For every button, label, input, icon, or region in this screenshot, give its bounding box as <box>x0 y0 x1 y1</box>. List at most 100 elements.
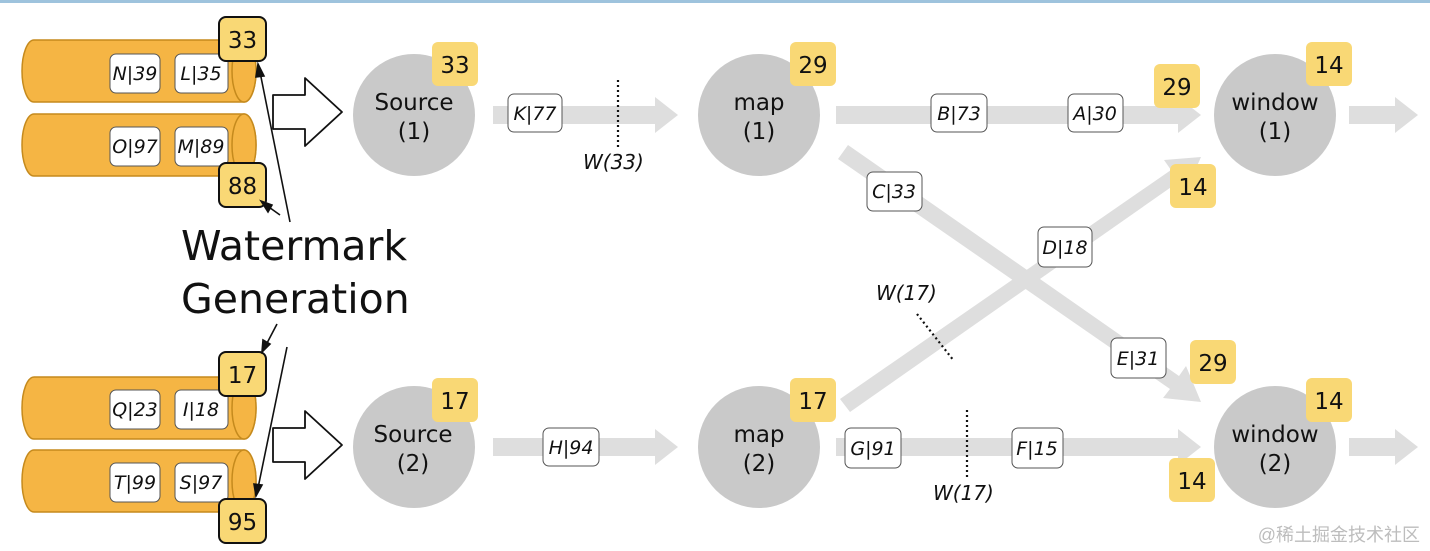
node-name: Source <box>375 90 454 116</box>
event-label: D|18 <box>1042 237 1087 259</box>
watermark-marker: W(33) <box>583 80 644 174</box>
event-label: G|91 <box>850 438 895 460</box>
node-watermark-badge: 33 <box>432 42 478 86</box>
node-watermark-badge: 29 <box>790 42 836 86</box>
partition-watermark-value: 33 <box>228 28 257 54</box>
partition-event: T|99 <box>109 462 161 503</box>
partition-event-label: Q|23 <box>112 399 158 421</box>
event-box: E|31 <box>1110 337 1167 379</box>
event-box: K|77 <box>507 93 563 133</box>
watermark-marker: W(17) <box>933 410 994 505</box>
event-label: C|33 <box>872 181 916 203</box>
watermark-marker: W(17) <box>876 281 955 362</box>
partition-watermark-value: 88 <box>228 174 257 200</box>
node-window-1: window (1) <box>1214 54 1336 176</box>
partition-event: I|18 <box>174 389 229 430</box>
node-watermark-badge: 14 <box>1306 378 1352 422</box>
partition-event-label: L|35 <box>180 63 221 85</box>
partition-watermark-badge: 17 <box>218 351 267 397</box>
event-box: A|30 <box>1067 93 1124 133</box>
partition-event-label: S|97 <box>180 472 223 494</box>
channel-watermarks: 29 14 29 14 <box>1154 64 1236 502</box>
node-map-2: map (2) <box>698 386 820 508</box>
event-box: B|73 <box>930 93 988 133</box>
partition-watermark-badge: 88 <box>218 162 267 208</box>
partition-event: Q|23 <box>109 389 161 430</box>
ingest-arrows <box>272 77 343 480</box>
node-index: (2) <box>1259 451 1292 477</box>
arrow-map1-window2 <box>838 145 1201 402</box>
watermark-marker-label: W(33) <box>583 150 644 174</box>
ingest-arrow-2 <box>272 410 343 480</box>
nodes: Source (1) Source (2) map (1) map (2) wi… <box>353 54 1336 508</box>
node-name: map <box>733 90 784 116</box>
node-name: window <box>1231 90 1318 116</box>
partition-event: L|35 <box>174 53 229 94</box>
partition-watermark-badge: 95 <box>218 498 267 544</box>
node-watermark-value: 14 <box>1314 389 1343 415</box>
node-name: window <box>1231 422 1318 448</box>
channel-watermark-badge: 14 <box>1170 164 1216 208</box>
channel-watermark-value: 14 <box>1177 469 1206 495</box>
caption-pointers <box>253 61 291 499</box>
partition-events: N|39 L|35 O|97 M|89 Q|23 I|18 T|99 S|97 <box>109 53 229 503</box>
node-watermark-value: 29 <box>798 53 827 79</box>
node-index: (2) <box>397 451 430 477</box>
partition-event: O|97 <box>109 126 161 167</box>
node-watermark-badge: 14 <box>1306 42 1352 86</box>
partition-event: N|39 <box>109 53 161 94</box>
partition-event-label: I|18 <box>183 399 219 421</box>
channel-watermark-value: 29 <box>1198 351 1227 377</box>
event-box: H|94 <box>542 427 600 467</box>
arrow-window1-out <box>1349 97 1418 133</box>
watermark-marker-label: W(17) <box>933 481 994 505</box>
channel-watermark-value: 29 <box>1162 75 1191 101</box>
arrow-map2-window1 <box>840 157 1201 412</box>
node-index: (1) <box>1259 119 1292 145</box>
partition-watermark-value: 95 <box>228 510 257 536</box>
node-watermark-value: 17 <box>798 389 827 415</box>
partition-watermarks: 33 88 17 95 <box>218 16 267 544</box>
in-flight-events: K|77 H|94 B|73 A|30 C|33 D|18 E|31 G|91 … <box>507 93 1167 469</box>
event-box: D|18 <box>1037 226 1093 268</box>
node-watermark-value: 33 <box>440 53 469 79</box>
node-map-1: map (1) <box>698 54 820 176</box>
node-index: (1) <box>743 119 776 145</box>
event-box: G|91 <box>844 427 902 469</box>
watermark-generation-caption: Watermark Generation <box>181 222 410 323</box>
ingest-arrow-1 <box>272 77 343 147</box>
partition-event: S|97 <box>174 462 229 503</box>
partition-watermark-badge: 33 <box>218 16 267 62</box>
event-box: F|15 <box>1011 427 1064 469</box>
event-label: H|94 <box>549 437 594 459</box>
node-name: map <box>733 422 784 448</box>
watermark-marker-label: W(17) <box>876 281 937 305</box>
credit-text: @稀土掘金技术社区 <box>1258 525 1420 545</box>
event-box: C|33 <box>866 171 923 212</box>
top-accent-bar <box>0 0 1430 3</box>
event-label: E|31 <box>1117 348 1160 370</box>
caption-line-1: Watermark <box>181 222 407 270</box>
partition-event: M|89 <box>174 126 229 167</box>
node-index: (2) <box>743 451 776 477</box>
channel-watermark-badge: 29 <box>1190 340 1236 384</box>
caption-line-2: Generation <box>181 275 410 323</box>
event-label: B|73 <box>937 103 981 125</box>
arrow-map1-window1 <box>836 97 1201 133</box>
node-watermark-badge: 17 <box>790 378 836 422</box>
event-label: K|77 <box>513 103 556 125</box>
channel-watermark-badge: 29 <box>1154 64 1200 108</box>
partition-watermark-value: 17 <box>228 363 257 389</box>
node-watermark-value: 14 <box>1314 53 1343 79</box>
node-name: Source <box>374 422 453 448</box>
channel-watermark-badge: 14 <box>1169 458 1215 502</box>
node-watermarks: 33 17 29 17 14 14 <box>432 42 1352 422</box>
channel-watermark-value: 14 <box>1178 175 1207 201</box>
node-watermark-badge: 17 <box>432 378 478 422</box>
partition-event-label: O|97 <box>112 136 158 158</box>
arrow-window2-out <box>1349 429 1418 465</box>
node-index: (1) <box>398 119 431 145</box>
partition-event-label: T|99 <box>114 472 156 494</box>
